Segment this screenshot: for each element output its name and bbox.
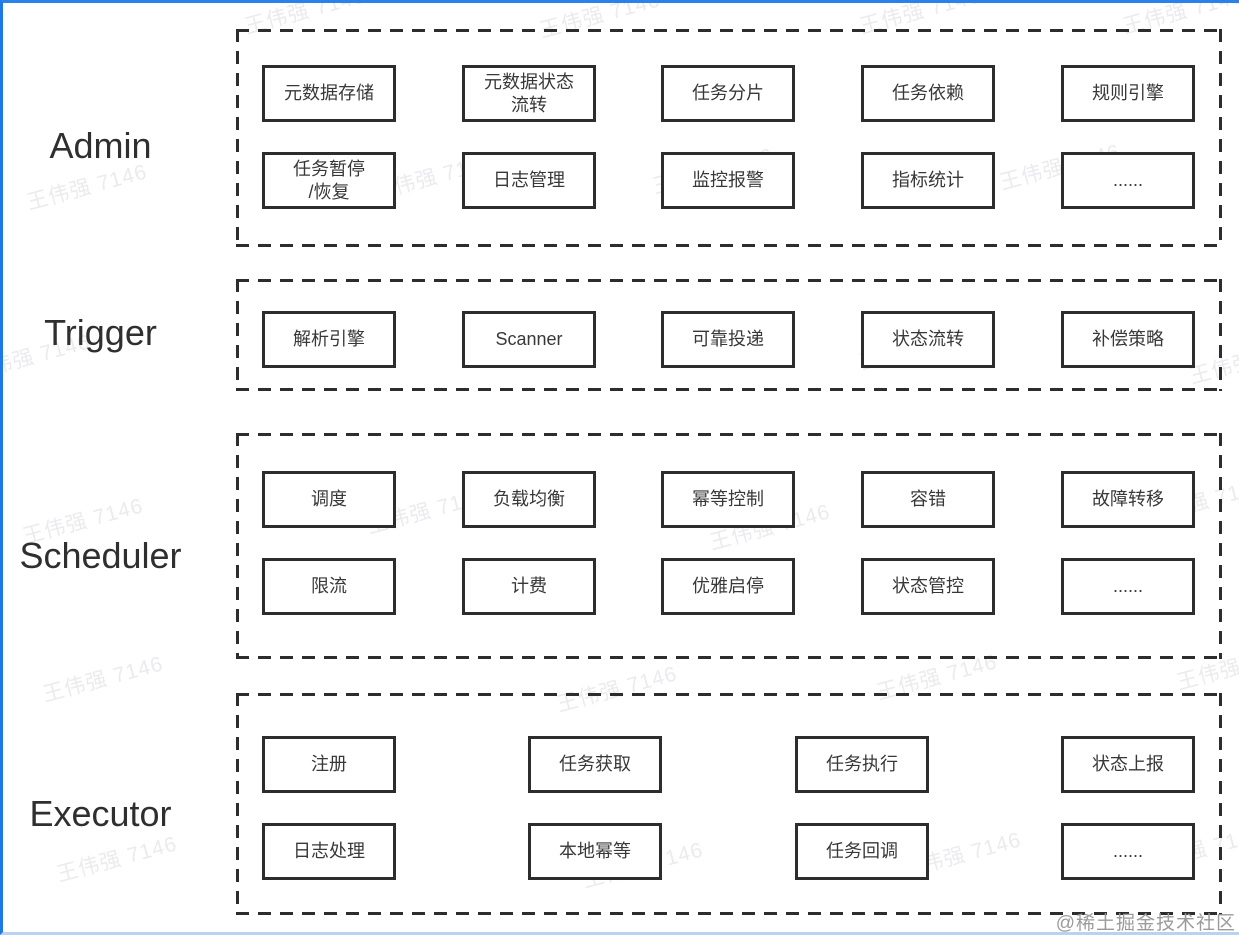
box-monitor-alert: 监控报警	[661, 152, 795, 209]
section-label-trigger: Trigger	[44, 312, 157, 353]
watermark-text: 王伟强 7146	[40, 652, 166, 707]
box-task-execute: 任务执行	[795, 736, 929, 793]
box-graceful-start-stop: 优雅启停	[661, 558, 795, 615]
section-label-executor: Executor	[29, 793, 172, 834]
box-task-pause-resume: 任务暂停 /恢复	[262, 152, 396, 209]
box-task-sharding: 任务分片	[661, 65, 795, 122]
box-scanner: Scanner	[462, 311, 596, 368]
watermark-text: 王伟强 7146	[54, 832, 180, 887]
box-state-control: 状态管控	[861, 558, 995, 615]
section-label-scheduler: Scheduler	[19, 535, 182, 576]
box-reliable-delivery: 可靠投递	[661, 311, 795, 368]
box-more-ellipsis: ......	[1061, 558, 1195, 615]
box-more-ellipsis: ......	[1061, 823, 1195, 880]
box-failover: 故障转移	[1061, 471, 1195, 528]
box-log-management: 日志管理	[462, 152, 596, 209]
box-more-ellipsis: ......	[1061, 152, 1195, 209]
box-metadata-storage: 元数据存储	[262, 65, 396, 122]
box-state-flow: 状态流转	[861, 311, 995, 368]
box-metadata-state-flow: 元数据状态 流转	[462, 65, 596, 122]
section-admin: 元数据存储 元数据状态 流转 任务分片 任务依赖 规则引擎 任务暂停 /恢复 日…	[236, 29, 1222, 247]
section-trigger: 解析引擎 Scanner 可靠投递 状态流转 补偿策略	[236, 279, 1222, 391]
box-task-dependency: 任务依赖	[861, 65, 995, 122]
section-scheduler: 调度 负载均衡 幂等控制 容错 故障转移 限流 计费 优雅启停 状态管控 ...…	[236, 433, 1222, 659]
box-metric-stats: 指标统计	[861, 152, 995, 209]
box-log-processing: 日志处理	[262, 823, 396, 880]
box-load-balance: 负载均衡	[462, 471, 596, 528]
box-dispatch: 调度	[262, 471, 396, 528]
section-executor: 注册 任务获取 任务执行 状态上报 日志处理 本地幂等 任务回调 ......	[236, 693, 1222, 915]
box-idempotency-control: 幂等控制	[661, 471, 795, 528]
box-register: 注册	[262, 736, 396, 793]
box-billing: 计费	[462, 558, 596, 615]
box-rate-limit: 限流	[262, 558, 396, 615]
juejin-community-credit: @稀土掘金技术社区	[1055, 913, 1236, 934]
box-parse-engine: 解析引擎	[262, 311, 396, 368]
box-task-callback: 任务回调	[795, 823, 929, 880]
box-status-report: 状态上报	[1061, 736, 1195, 793]
section-label-admin: Admin	[49, 125, 152, 166]
box-fault-tolerance: 容错	[861, 471, 995, 528]
box-local-idempotency: 本地幂等	[528, 823, 662, 880]
box-task-fetch: 任务获取	[528, 736, 662, 793]
box-compensation-strategy: 补偿策略	[1061, 311, 1195, 368]
box-rule-engine: 规则引擎	[1061, 65, 1195, 122]
